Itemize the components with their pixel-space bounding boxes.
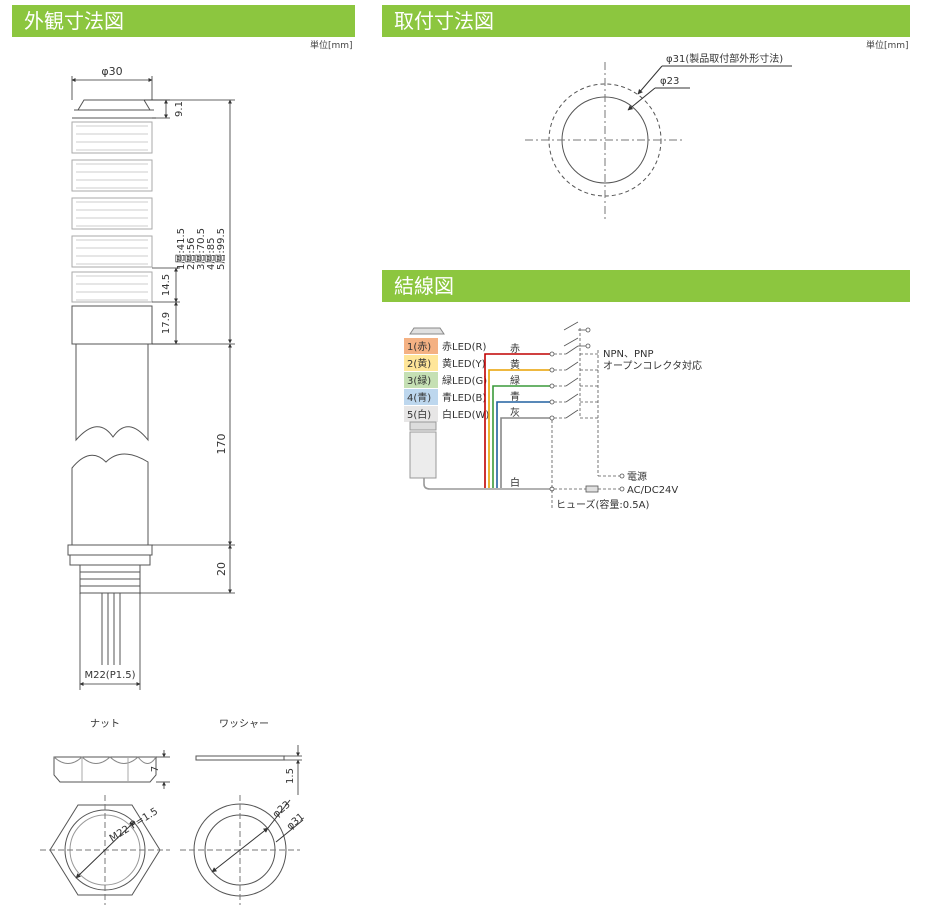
washer-label: ワッシャー: [219, 719, 269, 730]
colored-wires: [423, 353, 550, 490]
nut-top-view: [40, 795, 170, 905]
wire-labels: 赤 黄 緑 青 灰 白: [510, 343, 520, 489]
mount-dims-header: 取付寸法図: [382, 5, 910, 37]
tier-swatch-red: [404, 338, 438, 354]
tier-heights: 1層:41.5 2層:56 3層:70.5 4層:85 5層:99.5: [175, 228, 227, 270]
wiring-header: 結線図: [382, 270, 910, 302]
wiring-title: 結線図: [394, 274, 454, 298]
dim-tier-14-5: 14.5: [161, 274, 172, 296]
tier-height-1: 1層:41.5: [175, 228, 187, 270]
mount-dims-title: 取付寸法図: [394, 9, 494, 33]
tier-swatch-yellow: [404, 355, 438, 371]
nut-side-view: [53, 756, 157, 783]
washer-inner-dia: φ23: [271, 799, 293, 820]
open-collector-label: オープンコレクタ対応: [603, 359, 702, 372]
wire-label-common: 白: [510, 476, 520, 489]
nut-height-dim: [156, 750, 170, 789]
switch-circuit: [549, 321, 625, 510]
tier-swatch-white: [404, 406, 438, 422]
led-name-2: 黄LED(Y): [442, 357, 486, 370]
tier-height-2: 2層:56: [185, 238, 197, 270]
wiring-tower: [404, 327, 445, 479]
nut-label: ナット: [90, 718, 120, 730]
dim-diameter-30: φ30: [101, 65, 122, 78]
outer-dimension-lines: [71, 76, 235, 690]
dim-bottom-20: 20: [215, 562, 228, 576]
dim-pole-170: 170: [215, 434, 228, 455]
washer-top-view: [180, 795, 304, 905]
outer-dims-header: 外観寸法図: [12, 5, 355, 37]
led-num-1: 1(赤): [407, 341, 431, 353]
wire-label-green: 緑: [510, 374, 520, 387]
led-labels: 1(赤) 2(黄) 3(緑) 4(青) 5(白) 赤LED(R) 黄LED(Y)…: [407, 341, 489, 421]
ac-dc-label: AC/DC24V: [627, 485, 678, 496]
led-name-5: 白LED(W): [442, 408, 489, 421]
wire-label-yellow: 黄: [510, 358, 520, 371]
npn-pnp-label: NPN、PNP: [603, 349, 654, 360]
led-num-3: 3(緑): [407, 374, 431, 387]
mount-inner-label: φ23: [660, 76, 679, 87]
dim-cap-9-1: 9.1: [174, 101, 185, 117]
wire-label-gray: 灰: [510, 406, 520, 419]
power-label: 電源: [627, 470, 647, 483]
outer-dims-title: 外観寸法図: [24, 9, 124, 33]
led-name-1: 赤LED(R): [442, 341, 486, 353]
led-num-5: 5(白): [407, 408, 431, 421]
tier-height-5: 5層:99.5: [215, 228, 227, 270]
washer-height: 1.5: [285, 768, 296, 784]
tier-swatch-green: [404, 372, 438, 388]
led-name-4: 青LED(B): [442, 391, 486, 404]
washer-outer-dia: φ31: [285, 811, 307, 832]
unit-label-mount: 単位[mm]: [866, 41, 909, 51]
led-name-3: 緑LED(G): [442, 374, 487, 387]
tier-grille: [76, 125, 148, 301]
dim-base-17-9: 17.9: [161, 312, 172, 334]
tier-height-3: 3層:70.5: [195, 228, 207, 270]
nut-height: 7: [150, 766, 161, 772]
washer-side-view: [195, 755, 285, 761]
led-num-2: 2(黄): [407, 357, 431, 370]
tier-swatch-blue: [404, 389, 438, 405]
wire-label-blue: 青: [510, 390, 520, 403]
mount-outer-label: φ31(製品取付部外形寸法): [666, 52, 783, 65]
tier-height-4: 4層:85: [205, 238, 217, 270]
signal-tower-drawing: [67, 99, 156, 665]
mount-hole-drawing: [525, 62, 792, 222]
led-num-4: 4(青): [407, 391, 431, 404]
wire-label-red: 赤: [510, 343, 520, 355]
dim-thread: M22(P1.5): [84, 670, 135, 681]
washer-height-dim: [284, 745, 302, 795]
unit-label-outer: 単位[mm]: [310, 41, 353, 51]
fuse-label: ヒューズ(容量:0.5A): [556, 498, 650, 511]
